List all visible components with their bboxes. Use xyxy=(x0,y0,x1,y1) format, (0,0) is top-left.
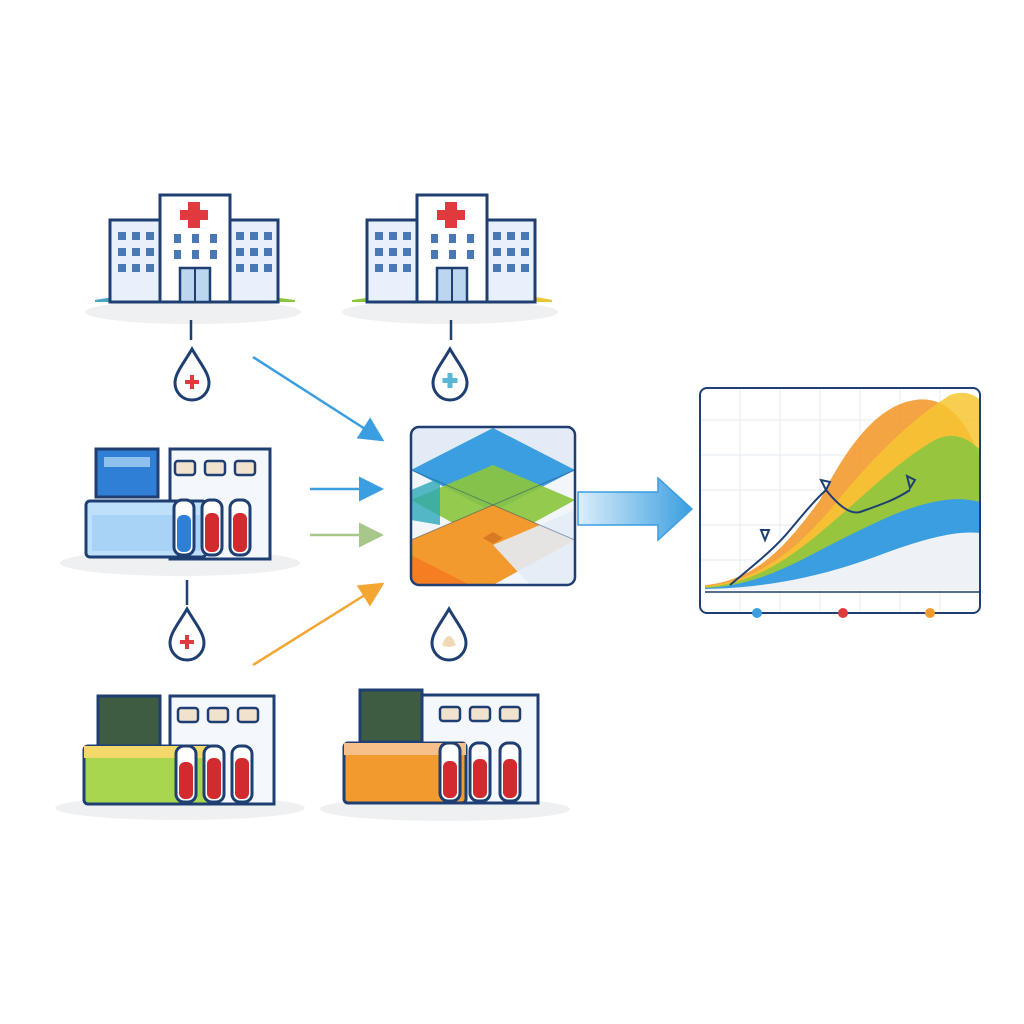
lab-analyzer-green xyxy=(55,694,305,820)
hospital-b xyxy=(342,193,558,340)
growth-chart xyxy=(699,387,981,618)
legend-dot-red xyxy=(838,608,848,618)
data-integration-hub xyxy=(409,425,577,587)
lab-analyzer-orange xyxy=(320,688,570,821)
legend-dot-orange xyxy=(925,608,935,618)
chart-series-baseline xyxy=(705,532,979,590)
blood-drop-icon xyxy=(431,345,469,402)
flow-arrow xyxy=(252,355,385,442)
blood-drop-icon xyxy=(173,345,211,402)
blood-drop-icon xyxy=(430,605,468,662)
legend-dot-blue xyxy=(752,608,762,618)
hospital-a xyxy=(85,193,301,340)
flow-arrow xyxy=(252,582,385,667)
blood-drop-icon xyxy=(168,580,206,662)
lab-analyzer-blue xyxy=(60,447,300,576)
output-arrow xyxy=(577,476,694,542)
